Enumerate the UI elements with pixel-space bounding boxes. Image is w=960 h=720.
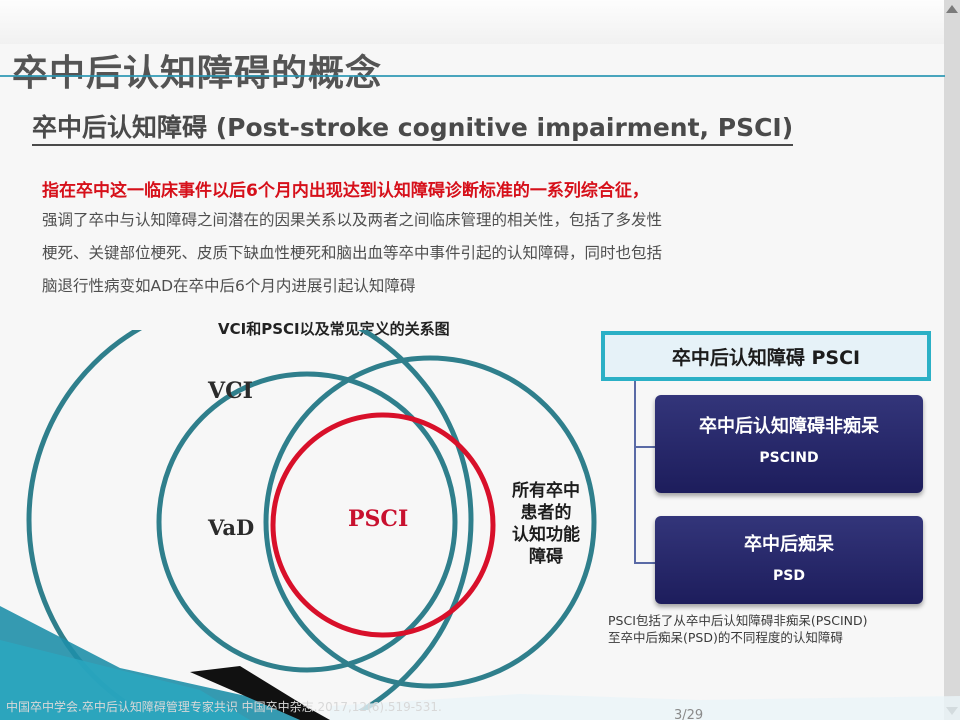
venn-title: VCI和PSCI以及常见定义的关系图 <box>218 320 450 338</box>
top-band <box>0 0 960 44</box>
psd-box: 卒中后痴呆 PSD <box>655 516 923 604</box>
psci-nd-abbrev: PSCIND <box>759 450 819 466</box>
note-line: 至卒中后痴呆(PSD)的不同程度的认知障碍 <box>608 630 843 645</box>
psci-nd-label: 卒中后认知障碍非痴呆 <box>699 416 879 437</box>
all-stroke-label-line: 障碍 <box>529 547 563 567</box>
hierarchy-connector <box>634 446 656 448</box>
title-divider <box>0 75 945 77</box>
psd-abbrev: PSD <box>773 568 805 584</box>
bottom-decoration <box>0 606 960 720</box>
definition-lead: 指在卒中这一临床事件以后6个月内出现达到认知障碍诊断标准的一系列综合征， <box>42 181 649 201</box>
hierarchy-connector <box>634 562 656 564</box>
hierarchy-note: PSCI包括了从卒中后认知障碍非痴呆(PSCIND) 至卒中后痴呆(PSD)的不… <box>608 612 868 646</box>
all-stroke-label: 所有卒中 患者的 认知功能 障碍 <box>494 480 598 568</box>
page-number: 3/29 <box>674 708 704 720</box>
all-stroke-circle <box>263 355 597 689</box>
psci-circle <box>270 412 496 638</box>
slide-subtitle: 卒中后认知障碍 (Post-stroke cognitive impairmen… <box>32 112 794 146</box>
venn-diagram <box>26 330 597 710</box>
all-stroke-label-line: 所有卒中 <box>512 481 580 501</box>
psci-nd-box: 卒中后认知障碍非痴呆 PSCIND <box>655 395 923 493</box>
psd-label: 卒中后痴呆 <box>744 534 834 555</box>
vad-label: VaD <box>208 515 255 540</box>
reference-citation: 中国卒中学会.卒中后认知障碍管理专家共识 中国卒中杂志.2017,12(6).5… <box>6 700 442 714</box>
vad-circle <box>156 371 458 673</box>
note-line: PSCI包括了从卒中后认知障碍非痴呆(PSCIND) <box>608 613 868 628</box>
definition-paragraph: 强调了卒中与认知障碍之间潜在的因果关系以及两者之间临床管理的相关性，包括了多发性… <box>42 204 922 303</box>
all-stroke-label-line: 患者的 <box>520 503 572 523</box>
vci-circle <box>26 330 474 710</box>
psci-header-box: 卒中后认知障碍 PSCI <box>601 331 931 381</box>
all-stroke-label-line: 认知功能 <box>512 525 580 545</box>
vci-label: VCI <box>208 378 253 404</box>
hierarchy-connector <box>634 381 636 563</box>
scroll-up-icon[interactable] <box>946 5 958 13</box>
paragraph-line: 梗死、关键部位梗死、皮质下缺血性梗死和脑出血等卒中事件引起的认知障碍，同时也包括 <box>42 244 663 262</box>
paragraph-line: 强调了卒中与认知障碍之间潜在的因果关系以及两者之间临床管理的相关性，包括了多发性 <box>42 211 663 229</box>
slide-title: 卒中后认知障碍的概念 <box>12 53 383 94</box>
psci-label: PSCI <box>348 506 409 532</box>
paragraph-line: 脑退行性病变如AD在卒中后6个月内进展引起认知障碍 <box>42 277 416 295</box>
